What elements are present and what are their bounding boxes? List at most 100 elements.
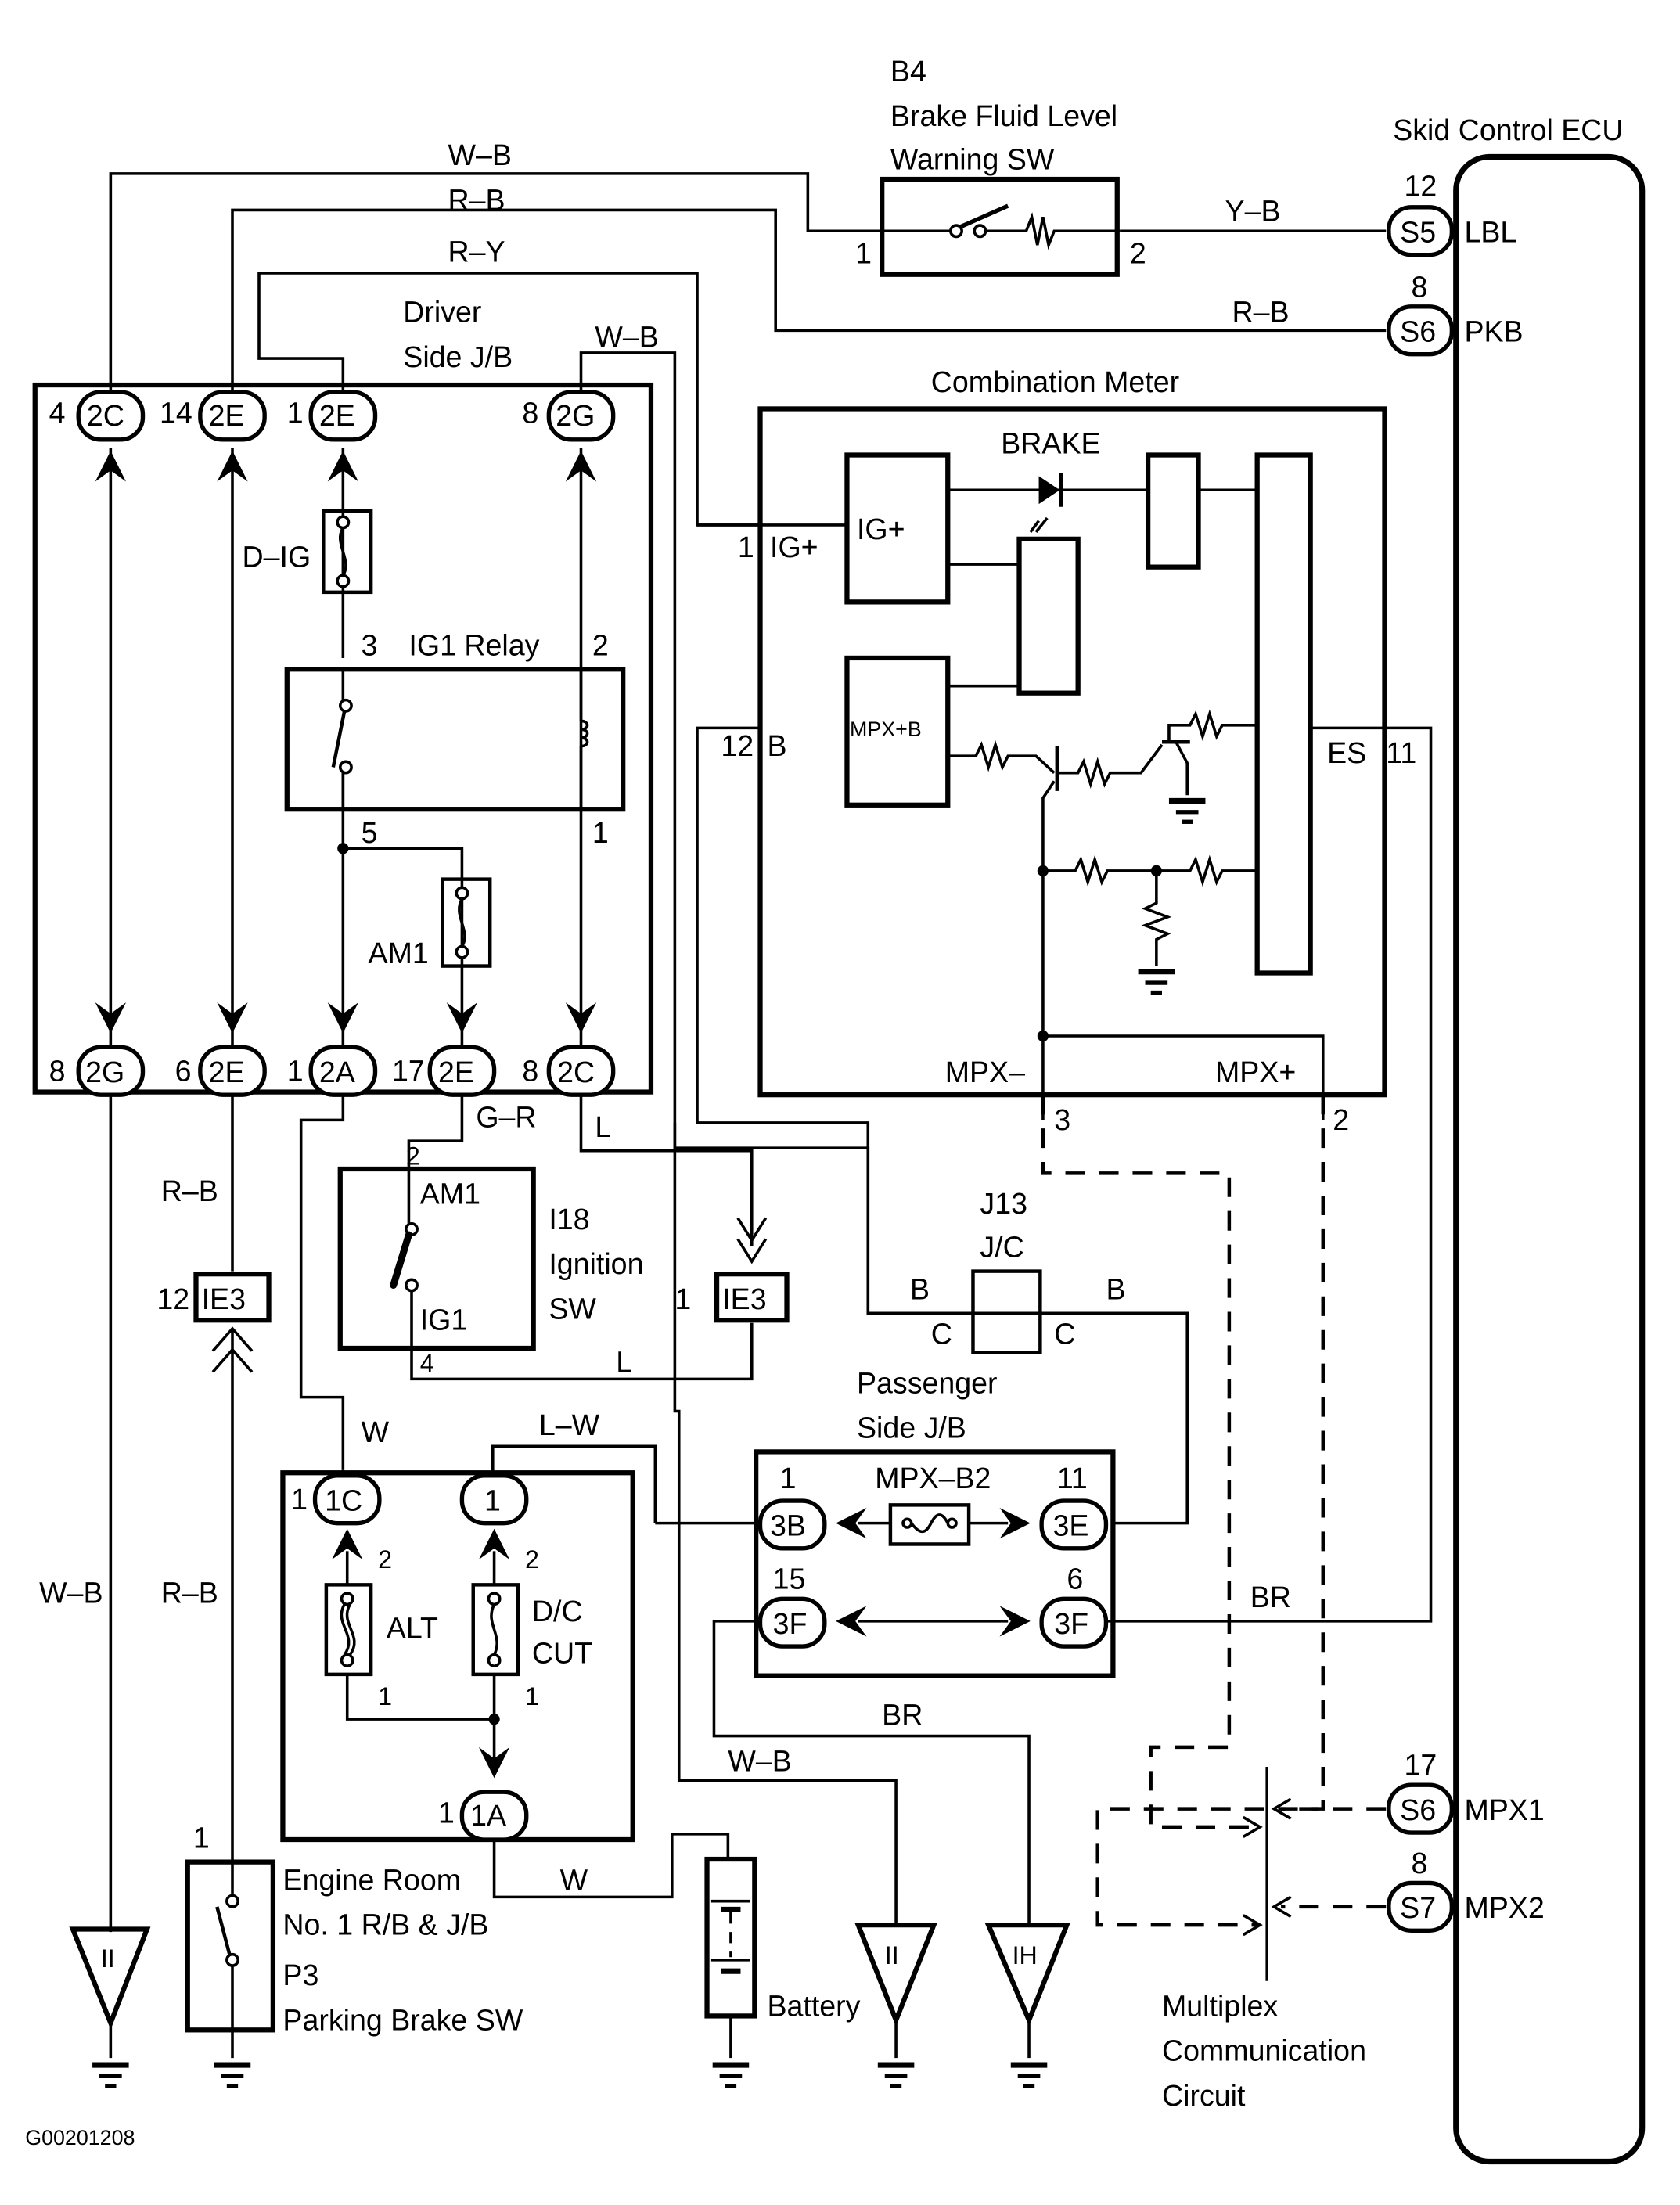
wire-label-wb-top: W–B	[448, 138, 512, 171]
ground-point-ii-mid: II	[854, 1923, 937, 2086]
ecu-signal-lbl: LBL	[1464, 216, 1516, 249]
battery-icon	[704, 1856, 757, 2086]
wire-label-br1: BR	[1250, 1581, 1291, 1613]
ign-am1: AM1	[420, 1178, 480, 1210]
fuse-alt-label: ALT	[387, 1611, 438, 1644]
pjb-conn-3b: 3B	[770, 1509, 806, 1542]
pjb-pin-6: 6	[1067, 1563, 1083, 1595]
jb-top-conn-2e-1: 1 2E	[287, 390, 378, 482]
b4-name: Brake Fluid Level	[890, 99, 1117, 132]
pin: 4	[49, 396, 66, 429]
ground-point-ii-left: II	[69, 1926, 151, 2086]
fuse-dig-icon	[322, 509, 373, 595]
engine-room-rb-jb: 1 1C 1 2 2 ALT D/C CUT 1 1 1 1A	[280, 1470, 635, 1941]
ecu-conn-s6: S6	[1400, 315, 1436, 348]
pin: 6	[175, 1054, 192, 1087]
switch-lever-icon	[215, 1906, 233, 1961]
ign-pin-2: 2	[406, 1142, 420, 1171]
er-alt-pin-1: 1	[378, 1682, 392, 1710]
connector-label: 2C	[87, 399, 124, 432]
passenger-jb-title-2: Side J/B	[857, 1412, 966, 1444]
ecu-conn-s7: S7	[1400, 1891, 1436, 1924]
wire-label-br2: BR	[882, 1698, 923, 1731]
wire-label-l2: L	[616, 1345, 632, 1378]
connector-ie3-right: IE3 1	[675, 1217, 790, 1323]
relay-coil-icon	[581, 719, 589, 748]
ignition-switch-lever-icon	[390, 1231, 412, 1289]
driver-jb-title: Driver	[403, 296, 481, 329]
connector-label: 2A	[319, 1056, 355, 1088]
ecu-title: Skid Control ECU	[1393, 113, 1623, 146]
ground-point-ih: IH	[984, 1923, 1070, 2086]
er-conn-1a: 1A	[470, 1799, 506, 1832]
fuse-am1-icon	[441, 877, 492, 968]
p3-ref: P3	[282, 1959, 318, 1991]
er-name-2: No. 1 R/B & J/B	[282, 1908, 488, 1941]
relay-title: IG1 Relay	[408, 628, 539, 661]
ign-name: Ignition	[549, 1247, 643, 1280]
jb-bottom-conn-2g: 8 2G	[49, 1002, 146, 1097]
passenger-jb-title: Passenger	[857, 1366, 998, 1399]
ecu-pin-12: 12	[1405, 170, 1437, 203]
meter-es-label: ES	[1327, 736, 1366, 769]
wire-label-rb-pkb: R–B	[1232, 296, 1289, 329]
ecu-signal-mpx1: MPX1	[1464, 1793, 1544, 1826]
connector-label: 2G	[556, 399, 595, 432]
meter-pin-12: 12	[721, 729, 754, 762]
meter-pin-b-label: B	[767, 729, 786, 762]
wire-label-ry-top: R–Y	[448, 236, 505, 268]
j13-name: J/C	[980, 1231, 1023, 1264]
ig-block-label: IG+	[857, 513, 905, 545]
resistor-icon	[985, 212, 1121, 250]
p3-pin-1: 1	[193, 1822, 210, 1854]
multiplex-line3: Circuit	[1162, 2079, 1246, 2112]
mpx-plus-label: MPX+	[1215, 1056, 1296, 1088]
jb-bottom-conn-2e-6: 6 2E	[175, 1002, 267, 1097]
relay-pin-5: 5	[362, 816, 378, 849]
wire-label-wb-bottom: W–B	[728, 1744, 791, 1777]
pjb-conn-3f-6: 3F	[1054, 1607, 1088, 1640]
connector-label: 2G	[85, 1056, 124, 1088]
er-pin-1c: 1	[291, 1483, 308, 1516]
fuse-dig-label: D–IG	[243, 541, 311, 574]
ecu-conn-s5: S5	[1400, 216, 1436, 249]
b4-pin-2: 2	[1130, 236, 1146, 269]
ground-label: II	[885, 1941, 899, 1969]
er-dc-pin-1: 1	[525, 1682, 539, 1710]
pjb-conn-3e: 3E	[1052, 1509, 1088, 1542]
fuse-mpxb2-label: MPX–B2	[875, 1462, 991, 1495]
ig1-relay-icon	[284, 667, 626, 812]
jb-bottom-conn-2a: 1 2A	[287, 1002, 378, 1097]
ecu-conn-s6-mpx: S6	[1400, 1793, 1436, 1826]
fuse-dc-label: D/C	[532, 1595, 583, 1628]
connector-label: 2E	[209, 1056, 245, 1088]
connector-label: 2E	[438, 1056, 474, 1088]
meter-pin-1: 1	[738, 531, 754, 563]
relay-pin-2: 2	[592, 628, 609, 661]
wire-label-gr: G–R	[476, 1100, 536, 1133]
er-pin-1a: 1	[438, 1797, 455, 1829]
driver-side-jb: Driver Side J/B 4 2C 14 2E 1 2E	[32, 296, 654, 1097]
wire-label-rb-left2: R–B	[161, 1577, 218, 1610]
meter-pin-11: 11	[1386, 736, 1416, 769]
wire-label-l1: L	[595, 1110, 611, 1143]
pin: 17	[392, 1054, 425, 1087]
pin: 8	[49, 1054, 66, 1087]
ground-label: II	[101, 1944, 115, 1973]
j13-pin-left: C	[931, 1318, 952, 1351]
j13-wire-left: B	[910, 1272, 930, 1305]
connector-label: 2E	[319, 399, 355, 432]
pin: 1	[287, 396, 304, 429]
meter-pin-3: 3	[1054, 1103, 1070, 1136]
wire-label-w1: W	[362, 1415, 390, 1448]
ign-ig1: IG1	[420, 1304, 468, 1336]
pjb-pin-15: 15	[773, 1563, 806, 1595]
er-dc-pin-2: 2	[525, 1545, 539, 1574]
wire-label-w2: W	[560, 1863, 588, 1896]
pin: 1	[287, 1054, 304, 1087]
connector-ie3-left: IE3 12	[156, 1272, 272, 1373]
ie3-right-pin: 1	[675, 1282, 691, 1315]
j13-ref: J13	[980, 1187, 1027, 1220]
er-alt-pin-2: 2	[378, 1545, 392, 1574]
